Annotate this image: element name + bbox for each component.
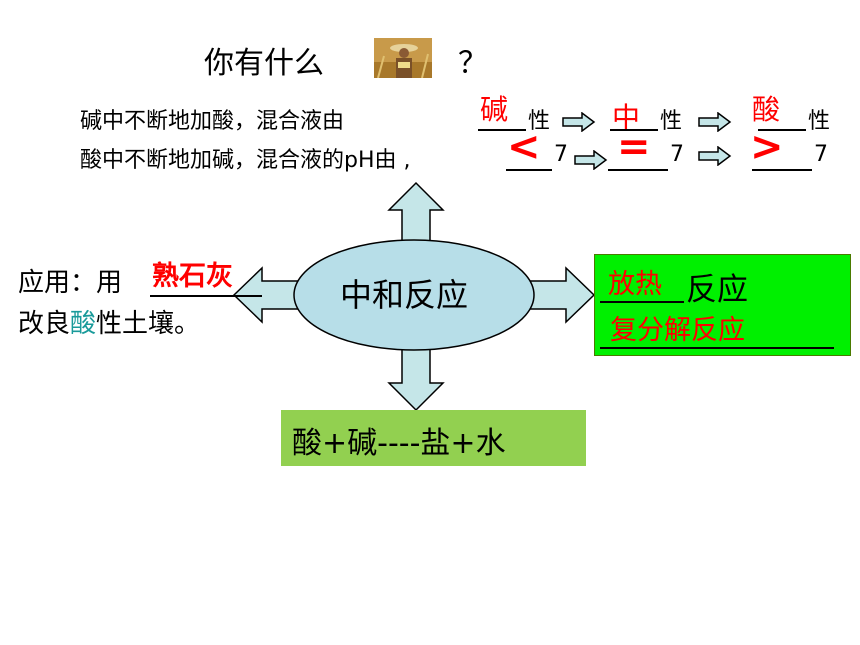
question-text-before: 你有什么 — [204, 46, 324, 81]
row1-answer-1: 碱 — [480, 93, 509, 126]
row1-blank-2 — [610, 128, 658, 131]
row1-blank-3 — [758, 128, 806, 131]
left-line2-a: 改良 — [18, 309, 71, 339]
up-arrow-icon — [387, 181, 445, 246]
row2-symbol-3: > — [750, 124, 784, 170]
left-line1-prefix: 应用：用 — [18, 268, 123, 298]
row2-value-2: 7 — [670, 142, 684, 167]
left-line2-acid: 酸 — [70, 309, 97, 339]
right-arrow-icon — [529, 266, 596, 324]
farmer-photo-icon — [374, 38, 432, 78]
row2-symbol-1: < — [507, 124, 541, 170]
center-ellipse — [293, 239, 535, 351]
row2-prefix: 酸中不断地加碱，混合液的pH由 , — [80, 148, 411, 173]
left-blank — [150, 294, 262, 297]
row1-answer-3: 酸 — [752, 93, 781, 126]
row2-symbol-2: = — [617, 124, 651, 170]
down-arrow-icon — [387, 347, 445, 412]
row2-value-1: 7 — [554, 142, 568, 167]
row2-blank-2 — [608, 168, 668, 171]
small-arrow-icon — [698, 146, 732, 166]
row1-mid-2: 性 — [660, 109, 683, 134]
small-arrow-icon — [562, 112, 596, 132]
left-answer: 熟石灰 — [152, 261, 233, 292]
row2-value-3: 7 — [814, 142, 828, 167]
right-blank-1 — [600, 300, 684, 303]
right-suffix-1: 反应 — [686, 272, 748, 308]
row1-prefix: 碱中不断地加酸，混合液由 — [80, 109, 345, 134]
small-arrow-icon — [698, 112, 732, 132]
small-arrow-icon — [574, 150, 608, 170]
row2-blank-1 — [506, 168, 552, 171]
left-line2: 改良酸性土壤。 — [18, 303, 200, 340]
right-answer-1: 放热 — [608, 269, 662, 300]
row1-blank-1 — [478, 128, 526, 131]
formula-text: 酸+碱----盐+水 — [292, 426, 506, 461]
row1-mid-3: 性 — [808, 109, 831, 134]
row2-blank-3 — [752, 168, 812, 171]
right-blank-2 — [600, 346, 834, 349]
right-answer-box — [594, 254, 851, 356]
left-line2-b: 性土壤。 — [96, 309, 201, 339]
right-answer-2: 复分解反应 — [610, 315, 745, 346]
row1-mid-1: 性 — [528, 109, 551, 134]
formula-box — [281, 410, 586, 466]
center-label: 中和反应 — [340, 276, 469, 314]
row1-answer-2: 中 — [612, 101, 641, 134]
question-text-after: ？ — [458, 46, 488, 81]
left-arrow-icon — [232, 266, 299, 324]
